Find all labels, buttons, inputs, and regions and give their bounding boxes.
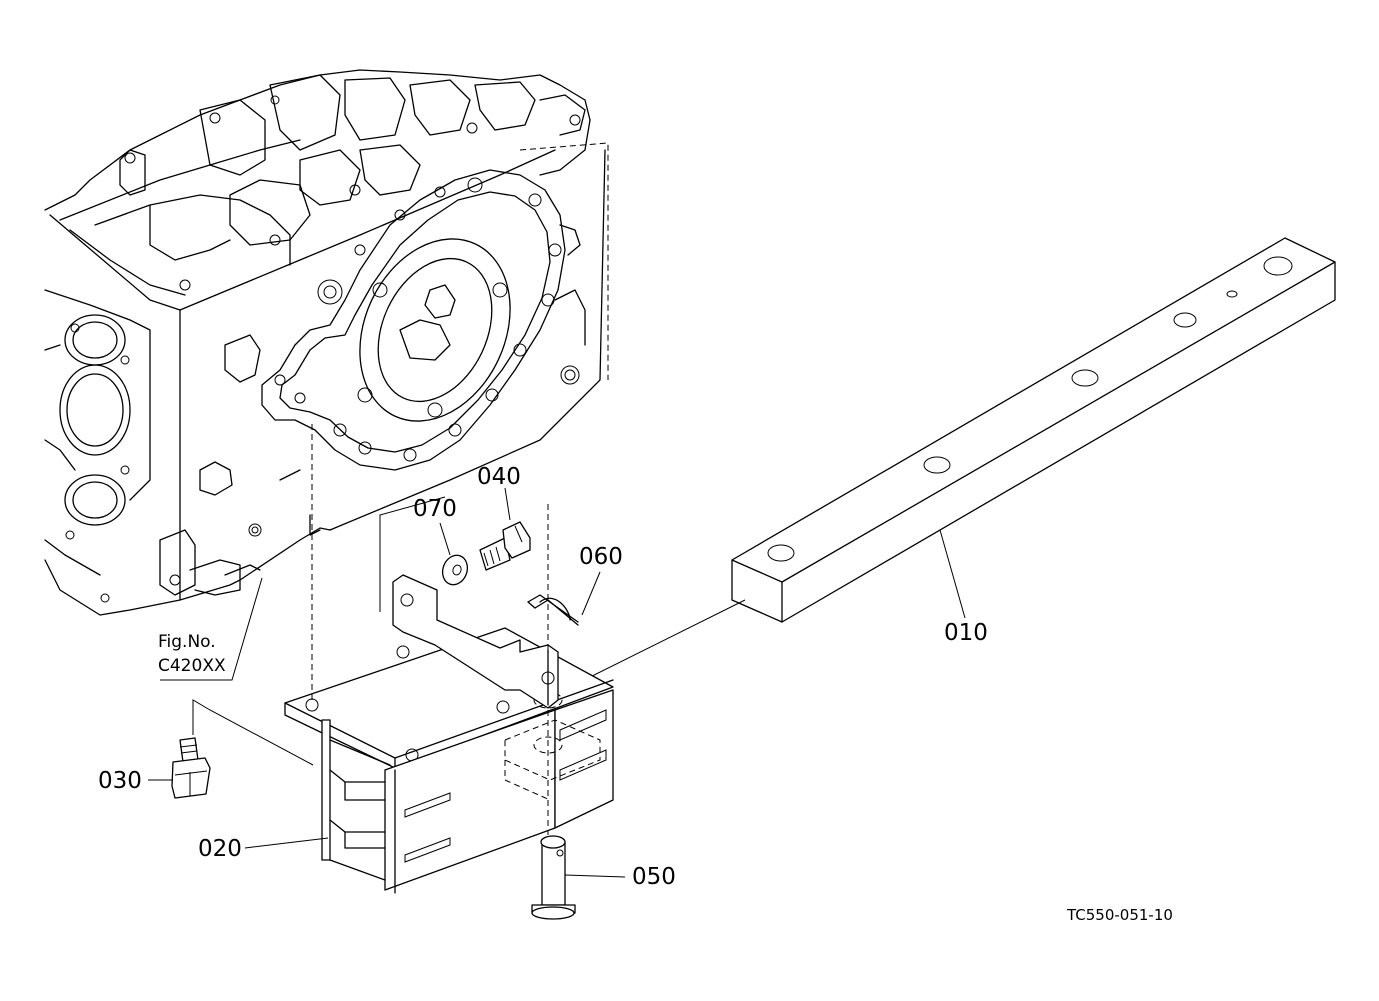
part-label-040: 040 [477,464,521,490]
part-label-010: 010 [944,620,988,646]
leader-020 [244,837,329,849]
pin-050 [531,835,576,920]
figure-reference-number: C420XX [158,656,226,676]
leader-050 [564,874,626,878]
part-label-060: 060 [579,544,623,570]
part-label-070: 070 [413,496,457,522]
part-label-020: 020 [198,836,242,862]
washer-070 [441,554,469,586]
transmission-housing [44,69,609,681]
figure-reference-label: Fig.No. [158,632,216,652]
part-label-030: 030 [98,768,142,794]
support-arm [392,574,559,709]
bolt-030 [171,737,211,799]
bolt-040 [479,521,531,571]
leader-070 [439,522,451,556]
guide-line-030 [192,699,314,766]
guide-line-070 [379,496,446,612]
part-label-050: 050 [632,864,676,890]
drawing-code: TC550-051-10 [1067,906,1173,924]
leader-040 [504,487,511,521]
clip-pin-060 [527,594,579,626]
leader-060 [581,571,601,616]
drawbar-010 [731,237,1336,623]
leader-010 [939,529,966,619]
